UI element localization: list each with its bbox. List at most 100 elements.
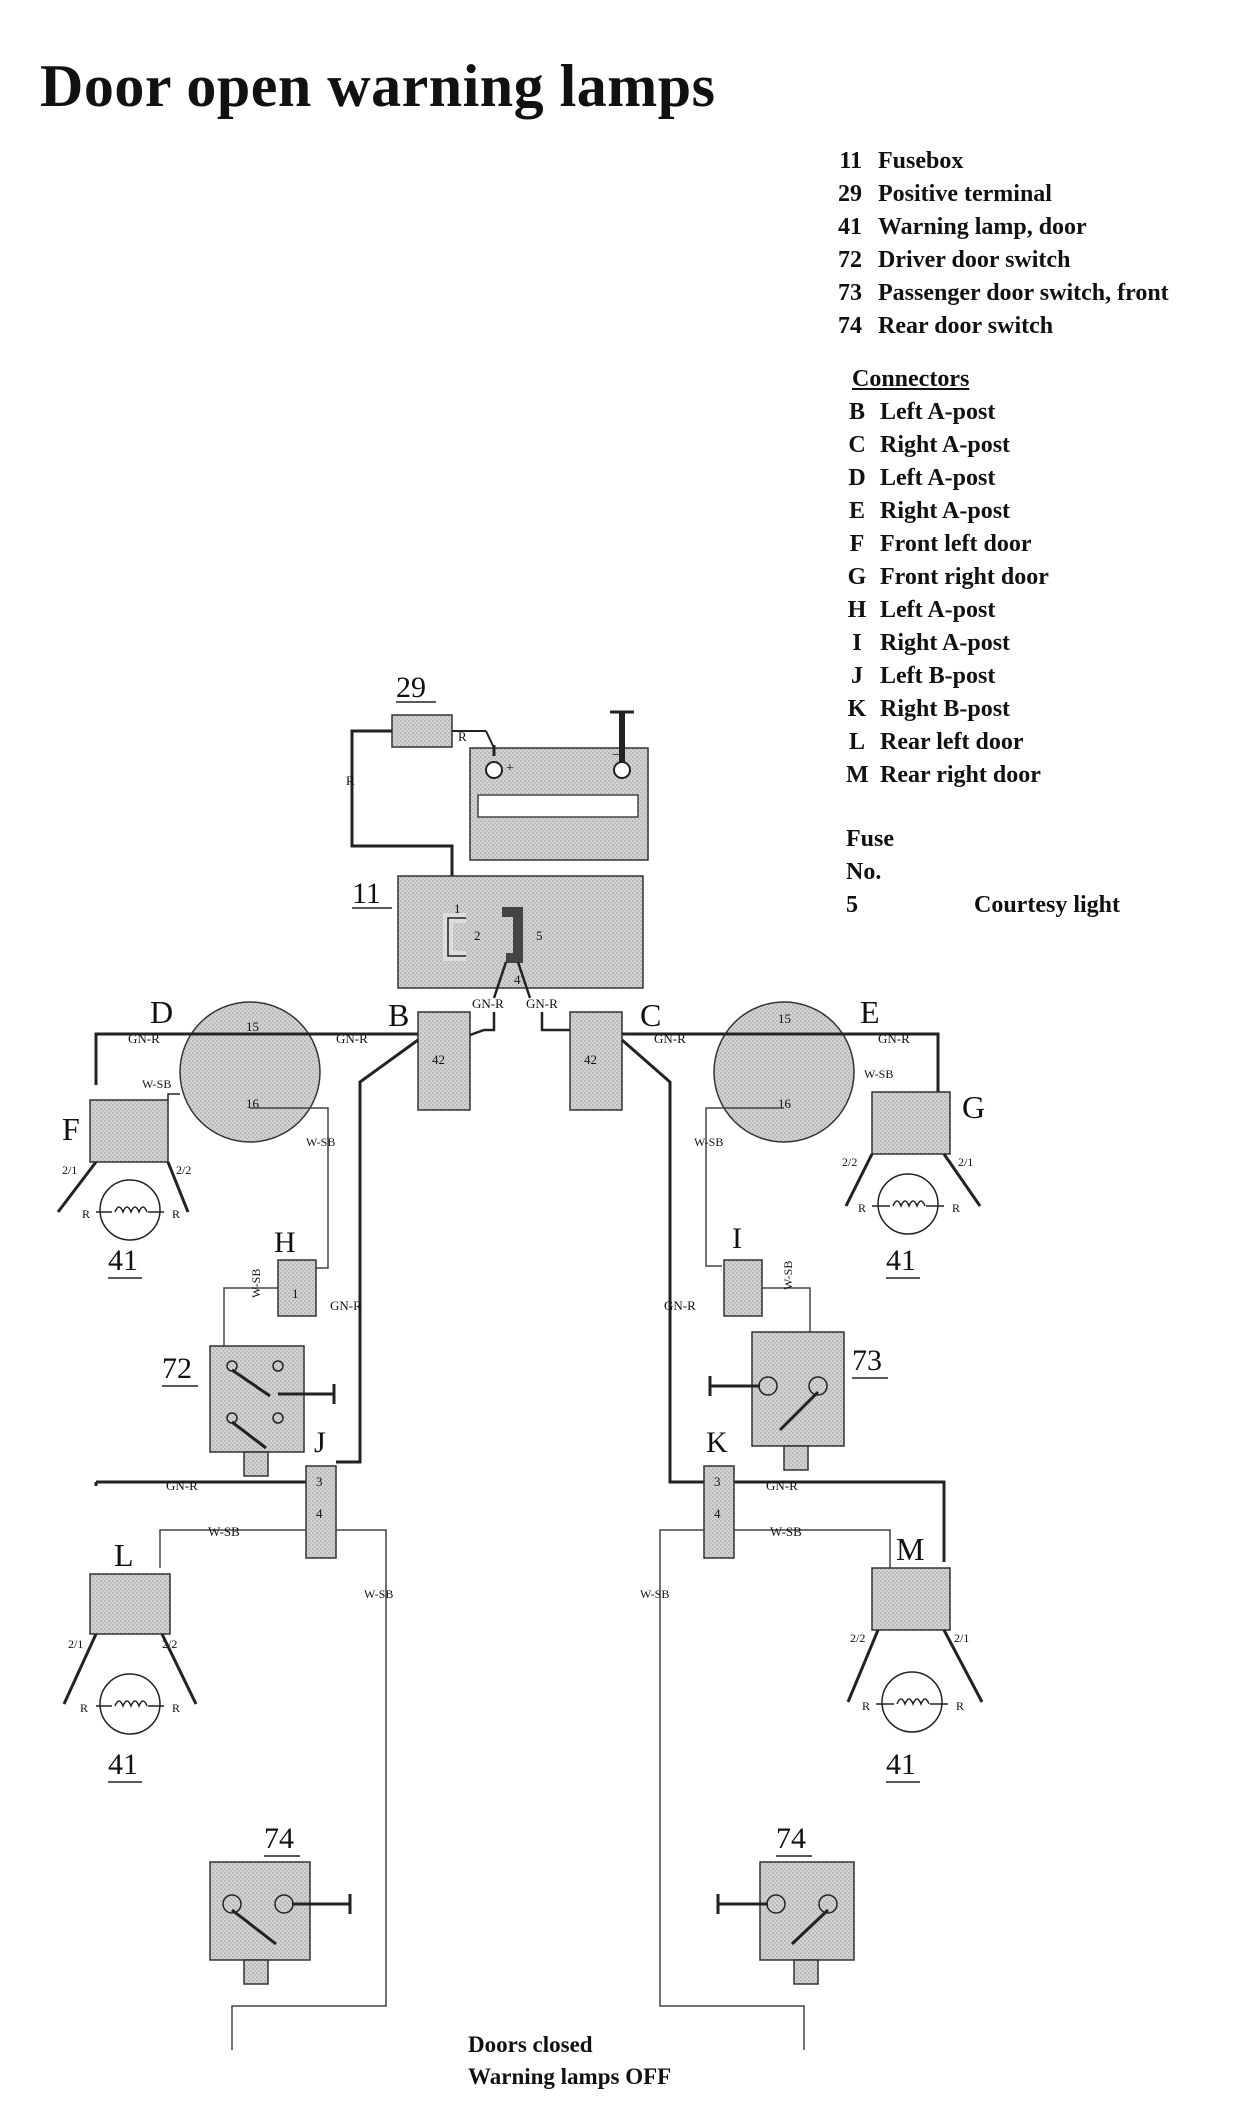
legend-label: Rear door switch (878, 313, 1054, 339)
driver-door-switch-72 (209, 1345, 336, 1477)
fuse-number-heading: No. (846, 859, 882, 885)
wire-label: R (956, 1699, 964, 1713)
connector-l (89, 1573, 171, 1635)
pin-label: 2/1 (68, 1637, 83, 1651)
wire-label: R (952, 1201, 960, 1215)
connector-j (305, 1465, 337, 1559)
status-lamps: Warning lamps OFF (468, 2064, 672, 2089)
battery-symbol: + − (469, 710, 649, 861)
rear-door-switch-74-right (716, 1861, 855, 1985)
connector-k (703, 1465, 735, 1559)
connector-label: Left A-post (880, 597, 996, 623)
connector-id: G (847, 564, 867, 590)
lamp-41-rear-left (96, 1673, 164, 1735)
status-doors: Doors closed (468, 2032, 593, 2057)
wire-label: R (80, 1701, 88, 1715)
fuse-label: Courtesy light (974, 892, 1120, 918)
connector-h (277, 1259, 317, 1317)
wire-label: GN-R (336, 1031, 368, 1046)
pin-label: 3 (316, 1474, 323, 1489)
connector-id: F (849, 531, 865, 557)
pin-label: 42 (432, 1052, 445, 1067)
connector-label: Right A-post (880, 630, 1011, 656)
pin-label: 2/1 (958, 1155, 973, 1169)
connector-e (713, 1001, 855, 1143)
wire-label: GN-R (128, 1031, 160, 1046)
connector-c-label: C (640, 997, 661, 1033)
pin-label: 15 (778, 1011, 791, 1026)
positive-terminal-box (391, 714, 453, 748)
battery-plus-label: + (506, 761, 514, 776)
pin-label: 4 (316, 1506, 323, 1521)
pin-label: 3 (714, 1474, 721, 1489)
wire-label: GN-R (472, 996, 504, 1011)
lamp-41-front-right (872, 1173, 944, 1235)
wire-label: R (862, 1699, 870, 1713)
wire-label: W-SB (640, 1587, 669, 1601)
connector-i (723, 1259, 763, 1317)
comp-74-label: 74 (776, 1822, 806, 1855)
connector-e-label: E (860, 994, 880, 1030)
connector-label: Right A-post (880, 432, 1011, 458)
lamp-41-front-left (96, 1179, 164, 1241)
legend-label: Passenger door switch, front (878, 280, 1169, 306)
connector-l-label: L (114, 1537, 134, 1573)
connector-label: Left B-post (880, 663, 996, 689)
connector-label: Right A-post (880, 498, 1011, 524)
wire-label: W-SB (249, 1269, 263, 1298)
comp-29-label: 29 (396, 671, 426, 704)
comp-41-label: 41 (886, 1244, 916, 1277)
comp-41-label: 41 (886, 1748, 916, 1781)
legend-label: Positive terminal (878, 181, 1052, 207)
rear-door-switch-74-left (209, 1861, 352, 1985)
connector-b-label: B (388, 997, 409, 1033)
wire-label: W-SB (208, 1524, 240, 1539)
legend-label: Driver door switch (878, 247, 1071, 273)
pin-label: 2/1 (954, 1631, 969, 1645)
wire-label: GN-R (654, 1031, 686, 1046)
wire-label: R (172, 1701, 180, 1715)
legend-number: 74 (838, 313, 862, 339)
connector-id: H (847, 597, 867, 623)
connector-m-label: M (896, 1531, 924, 1567)
comp-72-label: 72 (162, 1352, 192, 1385)
connector-label: Rear right door (880, 762, 1041, 788)
wire-label: R (858, 1201, 866, 1215)
wire-label: R (458, 729, 467, 744)
connector-label: Left A-post (880, 465, 996, 491)
wire-label: W-SB (781, 1261, 795, 1290)
legend-number: 41 (838, 214, 862, 240)
connector-d-label: D (150, 994, 173, 1030)
connector-f (89, 1099, 169, 1163)
comp-74-label: 74 (264, 1822, 294, 1855)
wire-label: GN-R (664, 1298, 696, 1313)
pin-label: 4 (714, 1506, 721, 1521)
pin-label: 1 (292, 1286, 299, 1301)
battery-minus-label: − (612, 748, 620, 763)
legend-number: 29 (838, 181, 862, 207)
pin-label: 2/1 (62, 1163, 77, 1177)
connector-id: K (847, 696, 867, 722)
connector-label: Rear left door (880, 729, 1024, 755)
connector-m (871, 1567, 951, 1631)
connector-b (417, 1011, 471, 1111)
wire-label: W-SB (306, 1135, 335, 1149)
comp-41-label: 41 (108, 1244, 138, 1277)
legend-number: 72 (838, 247, 862, 273)
passenger-door-switch-73 (708, 1331, 845, 1471)
connector-label: Right B-post (880, 696, 1011, 722)
legend-number: 73 (838, 280, 862, 306)
pin-label: 4 (514, 972, 521, 987)
lamp-41-rear-right (876, 1671, 948, 1733)
wire-label: GN-R (766, 1478, 798, 1493)
legend-label: Fusebox (878, 148, 964, 174)
comp-73-label: 73 (852, 1344, 882, 1377)
fuse-number: 5 (846, 892, 858, 918)
pin-label: 2/2 (842, 1155, 857, 1169)
pin-label: 2/2 (850, 1631, 865, 1645)
connector-label: Left A-post (880, 399, 996, 425)
connector-g-label: G (962, 1089, 985, 1125)
comp-41-label: 41 (108, 1748, 138, 1781)
wire-label: W-SB (142, 1077, 171, 1091)
